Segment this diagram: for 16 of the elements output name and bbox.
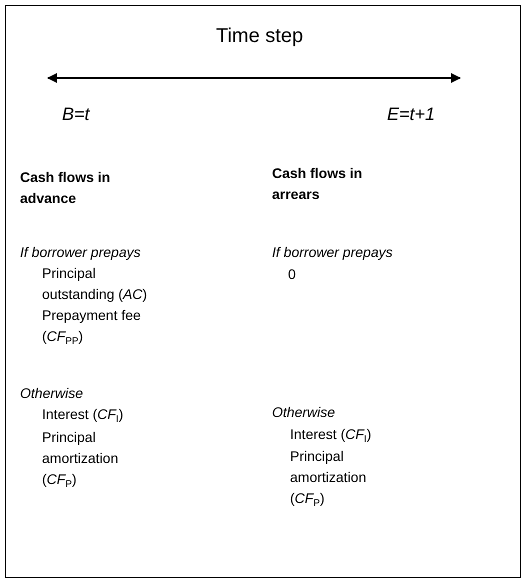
caption-text: If borrower prepays [272, 243, 393, 262]
body-text: Principal amortization (CF$_{P}$) [290, 447, 368, 509]
body-text: Prepayment fee (CF$_{PP}$) [42, 306, 142, 347]
body-text: 0 [288, 265, 296, 284]
column-heading: Cash flows in advance [20, 168, 112, 208]
body-text: Interest (CF$_{I}$) [290, 425, 372, 445]
caption-text: Otherwise [20, 384, 84, 403]
caption-text: E=t+1 [387, 104, 436, 125]
caption-text: If borrower prepays [20, 243, 141, 262]
body-text: Principal outstanding (AC) [42, 264, 148, 304]
body-text: Interest (CF$_{I}$) [42, 405, 124, 425]
column-heading: Cash flows in arrears [272, 164, 364, 204]
axis-label: Time step [216, 26, 304, 47]
body-text: Principal amortization (CF$_{P}$) [42, 428, 120, 490]
caption-text: Otherwise [272, 403, 336, 422]
caption-text: B=t [62, 104, 90, 125]
